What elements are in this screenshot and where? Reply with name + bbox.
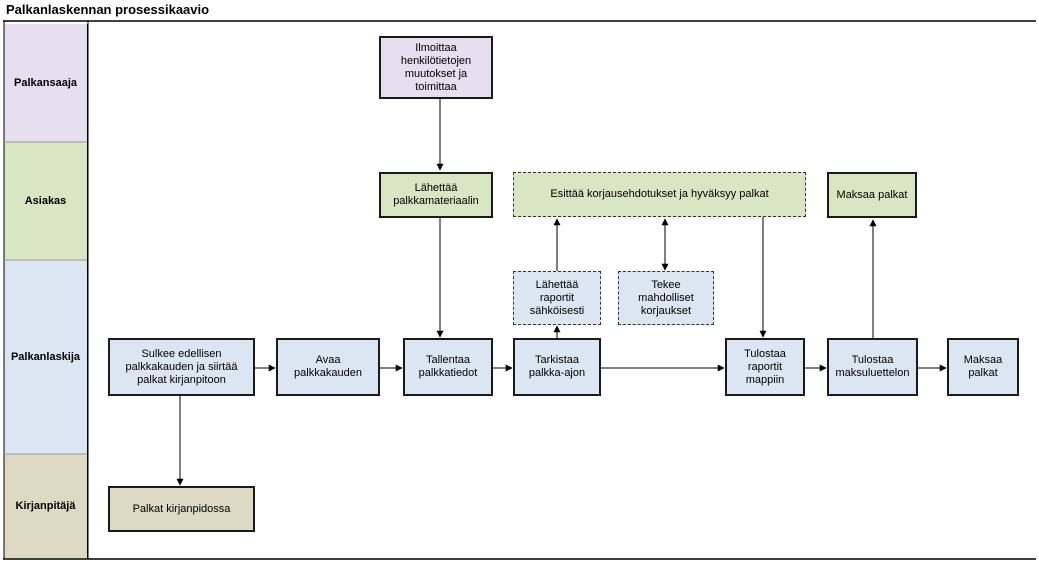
lane-bg-kirjanpitaja bbox=[4, 454, 88, 558]
step-maksaa-palkat-laskija: Maksaa palkat bbox=[947, 338, 1019, 396]
step-lahettaa-materiaali: Lähettää palkkamateriaalin bbox=[379, 172, 493, 218]
lane-bg-asiakas bbox=[4, 142, 88, 260]
step-maksaa-palkat-asiakas: Maksaa palkat bbox=[827, 172, 917, 218]
lane-bg-palkansaaja bbox=[4, 24, 88, 142]
step-esittaa-korjausehdotukset: Esittää korjausehdotukset ja hyväksyy pa… bbox=[513, 172, 806, 217]
step-avaa-palkkakauden: Avaa palkkakauden bbox=[276, 338, 380, 396]
lane-label-asiakas: Asiakas bbox=[4, 142, 88, 260]
lane-label-kirjanpitaja: Kirjanpitäjä bbox=[4, 454, 88, 558]
step-tulostaa-raportit: Tulostaa raportit mappiin bbox=[725, 338, 805, 396]
step-tekee-korjaukset: Tekee mahdolliset korjaukset bbox=[618, 271, 714, 325]
lane-label-palkansaaja: Palkansaaja bbox=[4, 24, 88, 142]
step-ilmoittaa: Ilmoittaa henkilötietojen muutokset ja t… bbox=[379, 36, 493, 99]
step-tulostaa-maksuluettelon: Tulostaa maksuluettelon bbox=[827, 338, 918, 396]
step-lahettaa-raportit: Lähettää raportit sähköisesti bbox=[513, 271, 601, 325]
lane-label-palkanlaskija: Palkanlaskija bbox=[4, 260, 88, 454]
lane-bg-palkanlaskija bbox=[4, 260, 88, 454]
step-palkat-kirjanpidossa: Palkat kirjanpidossa bbox=[108, 486, 255, 532]
step-tarkistaa-palkka-ajon: Tarkistaa palkka-ajon bbox=[513, 338, 601, 396]
step-sulkee-palkkakauden: Sulkee edellisen palkkakauden ja siirtää… bbox=[108, 338, 255, 396]
step-tallentaa-palkkatiedot: Tallentaa palkkatiedot bbox=[403, 338, 493, 396]
diagram-title: Palkanlaskennan prosessikaavio bbox=[6, 2, 210, 17]
